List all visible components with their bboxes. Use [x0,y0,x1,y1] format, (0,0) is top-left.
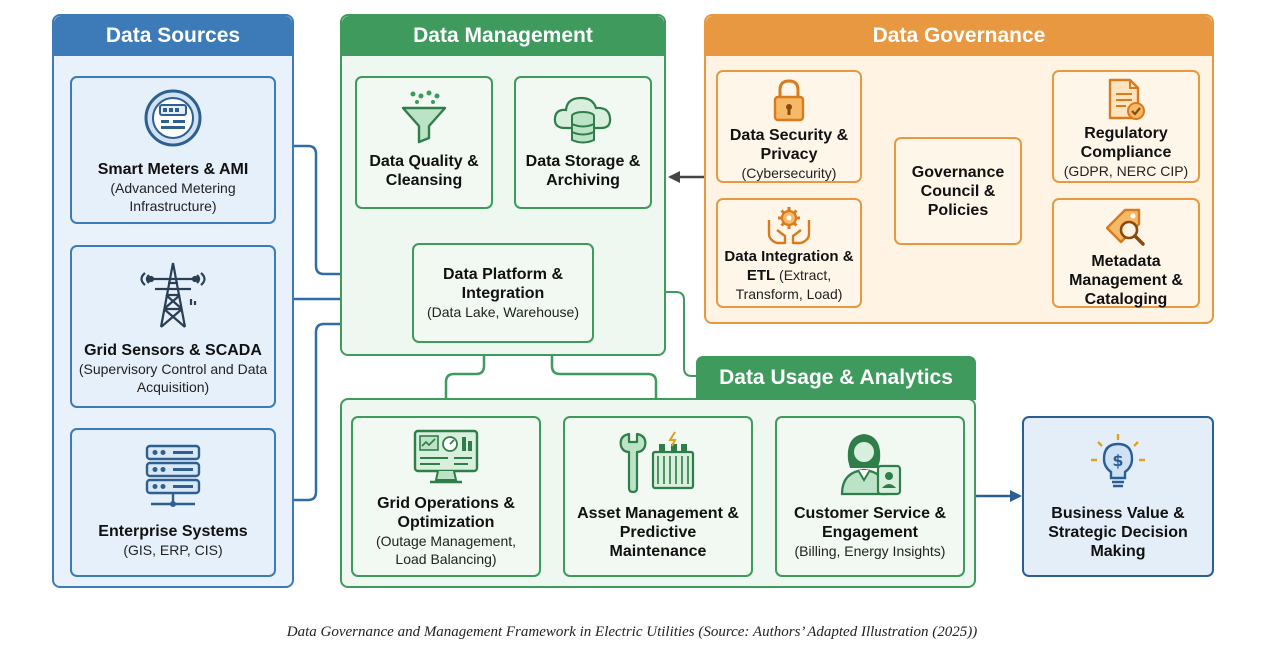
data-integration-title: Data Integration & ETL (Extract, Transfo… [723,248,855,304]
regulatory-compliance-title: Regulatory Compliance [1080,125,1172,161]
svg-text:$: $ [1112,451,1123,470]
grid-sensors-title: Grid Sensors & SCADA [84,342,262,359]
grid-operations-title: Grid Operations & Optimization [377,495,515,531]
asset-management-title: Asset Management & Predictive Maintenanc… [577,505,739,560]
data-governance-header: Data Governance [706,16,1212,56]
metadata-management-title: Metadata Management & Cataloging [1069,253,1183,308]
data-usage-title: Data Usage & Analytics [719,366,953,389]
smart-meter-icon [143,88,203,148]
transmission-tower-icon [137,259,209,331]
customer-agent-icon [838,430,902,496]
metadata-management-card: Metadata Management & Cataloging [1052,198,1200,308]
grid-sensors-card: Grid Sensors & SCADA (Supervisory Contro… [70,245,276,408]
asset-management-card: Asset Management & Predictive Maintenanc… [563,416,753,577]
hands-gear-icon [765,206,813,246]
server-rack-icon [143,444,203,510]
filter-funnel-icon [399,90,449,144]
smart-meters-sub: (Advanced Metering Infrastructure) [110,180,236,214]
business-value-title: Business Value & Strategic Decision Maki… [1048,505,1188,560]
smart-meters-card: Smart Meters & AMI (Advanced Metering In… [70,76,276,224]
link-platform-to-usage-header [594,291,700,377]
governance-council-card: Governance Council & Policies [894,137,1022,245]
data-platform-sub: (Data Lake, Warehouse) [427,304,579,320]
regulatory-compliance-card: Regulatory Compliance (GDPR, NERC CIP) [1052,70,1200,183]
grid-sensors-sub: (Supervisory Control and Data Acquisitio… [78,361,268,395]
data-security-sub: (Cybersecurity) [741,165,837,181]
wrench-transformer-icon [615,430,701,494]
padlock-icon [771,78,807,122]
document-check-icon [1106,78,1146,122]
enterprise-systems-sub: (GIS, ERP, CIS) [123,542,223,558]
arrow-meters-to-platform [276,144,412,279]
smart-meters-title: Smart Meters & AMI [97,161,249,178]
data-integration-sub: (Extract, Transform, Load) [735,267,843,302]
data-integration-card: Data Integration & ETL (Extract, Transfo… [716,198,862,308]
arrow-enterprise-to-platform [292,319,412,502]
arrow-platform-to-gridops [441,343,486,414]
business-value-card: $ Business Value & Strategic Decision Ma… [1022,416,1214,577]
data-integration-title-text: Data Integration & ETL [724,248,854,284]
tag-magnifier-icon [1103,206,1149,248]
grid-operations-card: Grid Operations & Optimization (Outage M… [351,416,541,577]
data-storage-card: Data Storage & Archiving [514,76,652,209]
figure-caption: Data Governance and Management Framework… [286,624,978,640]
grid-operations-sub: (Outage Management, Load Balancing) [375,533,517,567]
data-platform-title: Data Platform & Integration [442,266,564,302]
customer-service-sub: (Billing, Energy Insights) [794,543,946,559]
lightbulb-dollar-icon: $ [1088,432,1148,492]
data-quality-card: Data Quality & Cleansing [355,76,493,209]
data-quality-title: Data Quality & Cleansing [369,153,479,189]
customer-service-card: Customer Service & Engagement (Billing, … [775,416,965,577]
data-sources-header: Data Sources [54,16,292,56]
monitor-dashboard-icon [412,428,480,486]
arrow-platform-to-asset [550,343,661,414]
data-platform-card: Data Platform & Integration (Data Lake, … [412,243,594,343]
data-management-header: Data Management [342,16,664,56]
governance-council-title: Governance Council & Policies [911,163,1005,219]
regulatory-compliance-sub: (GDPR, NERC CIP) [1063,163,1189,179]
cloud-database-icon [551,90,615,146]
data-storage-title: Data Storage & Archiving [525,153,641,189]
data-usage-header: Data Usage & Analytics [696,356,976,400]
enterprise-systems-title: Enterprise Systems [98,523,248,540]
data-security-card: Data Security & Privacy (Cybersecurity) [716,70,862,183]
enterprise-systems-card: Enterprise Systems (GIS, ERP, CIS) [70,428,276,577]
data-security-title: Data Security & Privacy [729,127,849,163]
customer-service-title: Customer Service & Engagement [793,505,947,541]
